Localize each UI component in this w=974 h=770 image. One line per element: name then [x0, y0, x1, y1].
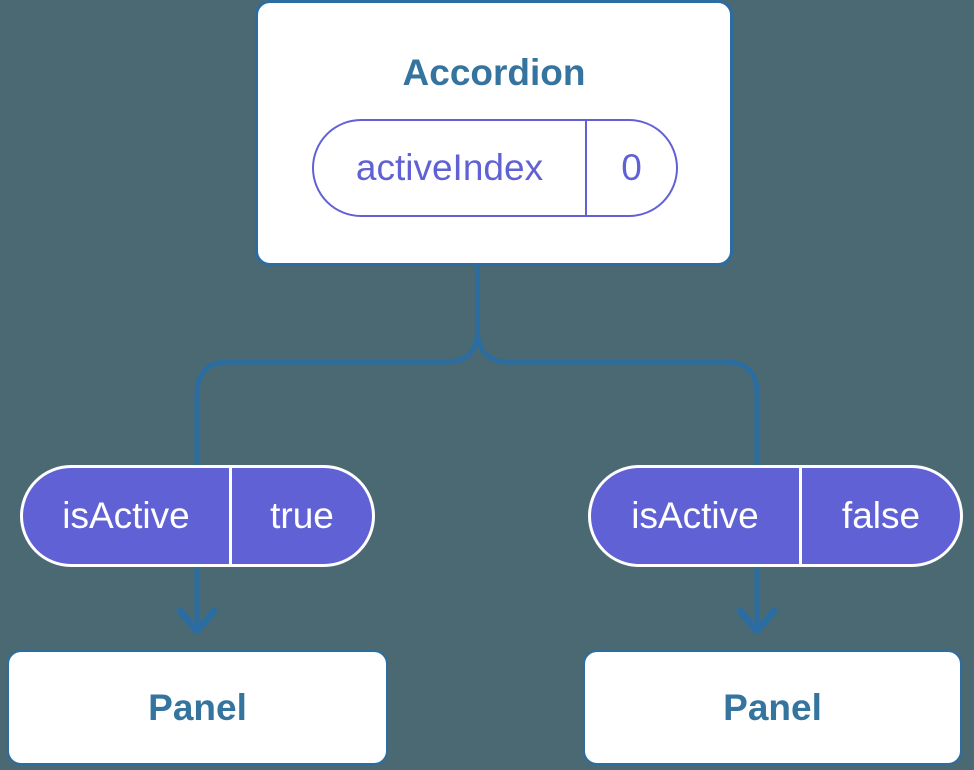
- state-name: activeIndex: [314, 121, 587, 215]
- prop-pill-isactive-true: isActive true: [20, 465, 375, 567]
- prop-value: true: [270, 495, 334, 536]
- arrowhead-left-icon: [176, 607, 218, 635]
- panel-label: Panel: [723, 686, 822, 728]
- connector-left-branch: [194, 262, 480, 626]
- accordion-title: Accordion: [402, 52, 586, 93]
- panel-label: Panel: [148, 686, 247, 728]
- panel-card-left: Panel: [7, 650, 388, 765]
- state-pill: activeIndex 0: [312, 119, 678, 217]
- prop-pill-isactive-false: isActive false: [588, 465, 963, 567]
- panel-card-right: Panel: [583, 650, 962, 765]
- state-value: 0: [621, 147, 642, 188]
- prop-name: isActive: [591, 468, 802, 564]
- accordion-card: Accordion activeIndex 0: [255, 0, 733, 266]
- prop-name: isActive: [23, 468, 232, 564]
- arrowhead-right-icon: [736, 607, 778, 635]
- connector-right-branch: [475, 262, 760, 626]
- prop-value: false: [841, 495, 921, 536]
